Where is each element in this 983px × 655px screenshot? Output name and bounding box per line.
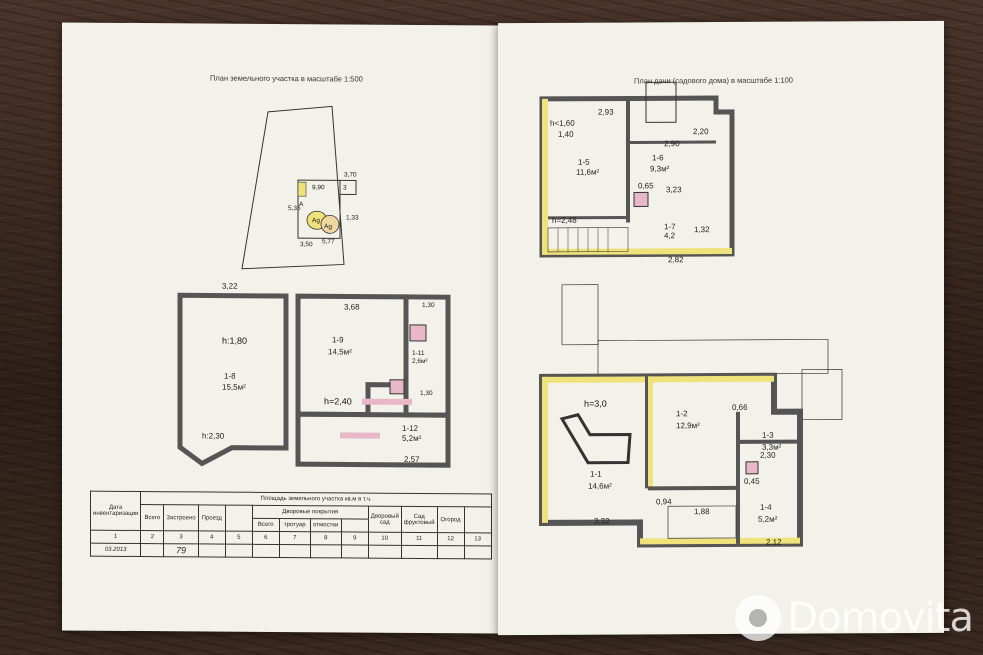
room-id: 1-5 — [578, 158, 590, 167]
room-area: 4,2 — [664, 231, 676, 240]
col-number: 3 — [163, 530, 199, 544]
site-dim: 5,35 — [288, 205, 301, 212]
col-number: 4 — [198, 530, 226, 545]
dim-label: 3,68 — [344, 302, 360, 311]
dim-label: 2,57 — [404, 455, 420, 464]
col-number: 13 — [464, 532, 492, 546]
site-dim: 3,50 — [300, 241, 313, 248]
site-plan-drawing: 9,90 3,70 3 5,35 3,50 5,77 1,33 А Аg Аg — [241, 105, 359, 270]
table-cell: 79 — [163, 543, 199, 557]
room-id: 1-12 — [402, 424, 419, 433]
site-dim: 5,77 — [322, 238, 335, 245]
col-number: 2 — [140, 530, 164, 544]
site-dim: 3,70 — [344, 171, 357, 178]
room-height: h:1,80 — [222, 336, 247, 346]
room-area: 5,2м² — [758, 515, 778, 524]
site-dim: 1,33 — [346, 214, 359, 221]
dim-label: 0,45 — [744, 477, 760, 486]
room-id: 1-2 — [676, 409, 688, 418]
left-page: План земельного участка в масштабе 1:500… — [62, 22, 498, 634]
table-subheader: Дворовые покрытия — [252, 505, 369, 520]
col-number: 11 — [401, 532, 438, 546]
table-header: Всего — [252, 518, 280, 532]
right-page: План дачи (садового дома) в масштабе 1:1… — [498, 20, 944, 636]
dim-label: 2,82 — [668, 255, 684, 264]
room-id: 1-4 — [760, 503, 772, 512]
room-id: 1-1 — [590, 470, 602, 479]
room-id: 1-9 — [332, 335, 344, 344]
dim-label: 3,23 — [666, 185, 682, 194]
room-id: 1-7 — [664, 222, 676, 231]
domovita-watermark: Domovita — [735, 595, 974, 641]
room-area: 3,3м² — [762, 443, 782, 452]
room-id: 1-8 — [224, 372, 236, 381]
domovita-logo-icon — [735, 595, 782, 641]
room-area: 14,6м² — [588, 482, 612, 491]
floor-plan-attic: 2,93 h<1,60 1,40 1-5 11,6м² 2,90 2,20 1-… — [539, 81, 735, 264]
room-area: 2,6м² — [412, 358, 429, 365]
col-number: 1 — [90, 530, 141, 544]
table-cell: 03.2013 — [90, 543, 141, 557]
watermark-text: Domovita — [787, 595, 974, 641]
col-number: 9 — [341, 531, 369, 546]
table-header: тротуар — [279, 518, 311, 532]
site-dim: 9,90 — [312, 184, 325, 191]
room-area: 11,6м² — [576, 168, 599, 177]
col-number: 8 — [310, 531, 342, 545]
col-number: 12 — [437, 532, 465, 546]
table-header: Проезд — [198, 504, 226, 532]
table-header: Дворовый сад — [368, 506, 402, 533]
col-number: 5 — [225, 531, 253, 545]
dim-label: 0,94 — [656, 497, 672, 506]
dim-label: 1,30 — [422, 302, 435, 309]
dim-label: 2,30 — [760, 451, 776, 460]
building-label: Аg — [312, 217, 320, 224]
dim-label: 3,22 — [222, 282, 238, 291]
room-id: 1-6 — [652, 153, 664, 162]
building-label: Аg — [324, 223, 332, 230]
room-area: 14,5м² — [328, 347, 352, 356]
col-number: 10 — [368, 532, 402, 546]
dim-label: 2,20 — [693, 127, 709, 136]
building-letter: А — [299, 201, 304, 208]
dim-label: 1,30 — [420, 390, 433, 397]
dim-label: 3,32 — [594, 517, 610, 526]
room-area: 5,2м² — [402, 434, 422, 443]
table-header: отмостки — [310, 518, 342, 532]
floor-plan-ground: h=3,0 1-2 12,9м² 1-1 14,6м² 1-3 3,3м² 1-… — [539, 284, 843, 548]
site-dim: 3 — [343, 184, 347, 191]
table-header: Сад фруктовый — [401, 506, 438, 533]
room-area: 15,5м² — [222, 383, 246, 392]
table-header: Огород — [437, 506, 465, 533]
dim-label: 2,90 — [664, 139, 680, 148]
room-id: 1-3 — [762, 431, 774, 440]
col-number: 7 — [279, 531, 311, 545]
col-number: 6 — [252, 531, 280, 545]
room-area: 12,9м² — [676, 421, 700, 430]
dim-label: 1,88 — [694, 507, 710, 516]
room-height: h:2,30 — [202, 431, 225, 440]
dim-label: 1,32 — [694, 225, 710, 234]
room-height: h<1,60 — [550, 119, 575, 128]
table-header: Застроено — [163, 504, 199, 531]
table-header: Дата инвентаризации — [90, 491, 141, 531]
room-height: h=2,48 — [552, 216, 577, 225]
dim-label: 0,65 — [638, 181, 654, 190]
room-height: h=2,40 — [324, 396, 352, 406]
land-area-table: Дата инвентаризации Площадь земельного у… — [90, 491, 492, 560]
floor-plan-left: 3,22 3,68 h:1,80 1-8 15,5м² h:2,30 1-9 1… — [177, 282, 451, 468]
table-header: Всего — [140, 504, 164, 531]
room-id: 1-11 — [412, 350, 425, 357]
dim-label: 2,12 — [766, 538, 782, 547]
room-height: h=3,0 — [584, 399, 607, 409]
room-area: 9,3м² — [650, 164, 670, 173]
dim-label: 2,93 — [598, 108, 614, 117]
dim-label: 1,40 — [558, 130, 574, 139]
dim-label: 0,66 — [732, 403, 748, 412]
